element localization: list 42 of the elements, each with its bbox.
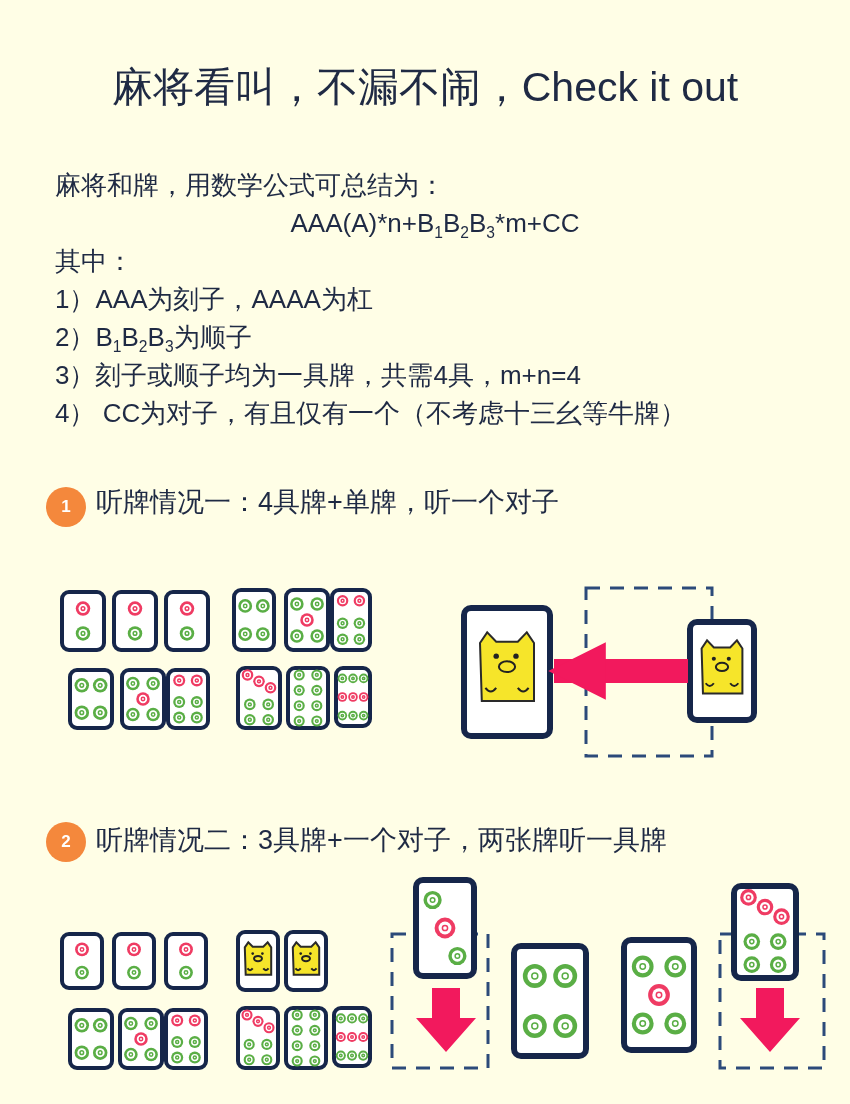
arrow [548,642,688,700]
mahjong-tile [236,1006,280,1070]
text-line: 其中： [55,245,133,278]
mahjong-tile [284,930,328,992]
text-line: 1）AAA为刻子，AAAA为杠 [55,283,373,316]
mahjong-tile [512,944,588,1058]
mahjong-tile [286,666,330,730]
mahjong-tile [236,666,282,730]
mahjong-tile [330,588,372,652]
mahjong-tile [60,590,106,652]
text-line: 3）刻子或顺子均为一具牌，共需4具，m+n=4 [55,359,581,392]
mahjong-tile [68,668,114,730]
mahjong-tile [232,588,276,652]
number-badge: 2 [46,822,86,862]
mahjong-tile [60,932,104,990]
mahjong-tile [688,620,756,722]
text-line: 4） CC为对子，有且仅有一个（不考虑十三幺等牛牌） [55,397,687,430]
number-badge: 1 [46,487,86,527]
section-heading: 听牌情况一：4具牌+单牌，听一个对子 [96,486,559,519]
mahjong-tile [118,1008,164,1070]
mahjong-tile [112,590,158,652]
mahjong-tile [68,1008,114,1070]
mahjong-tile [462,606,552,738]
mahjong-tile [236,930,280,992]
mahjong-tile [284,588,330,652]
mahjong-tile [414,878,476,978]
mahjong-tile [334,666,372,728]
mahjong-tile [164,590,210,652]
mahjong-tile [732,884,798,980]
mahjong-tile [164,932,208,990]
mahjong-tile [164,1008,208,1070]
formula: AAA(A)*n+B$_{1}$B$_{2}$B$_{3}$*m+CC [289,207,581,244]
mahjong-tile [112,932,156,990]
text-line: 麻将和牌，用数学公式可总结为： [55,169,445,202]
mahjong-tile [120,668,166,730]
text-line: 2）B$_{1}$B$_{2}$B$_{3}$为顺子 [55,321,252,358]
mahjong-tile [332,1006,372,1068]
mahjong-tile [166,668,210,730]
section-heading: 听牌情况二：3具牌+一个对子，两张牌听一具牌 [96,824,667,857]
mahjong-tile [284,1006,328,1070]
title: 麻将看叫，不漏不闹，Check it out [110,63,740,112]
mahjong-tile [622,938,696,1052]
